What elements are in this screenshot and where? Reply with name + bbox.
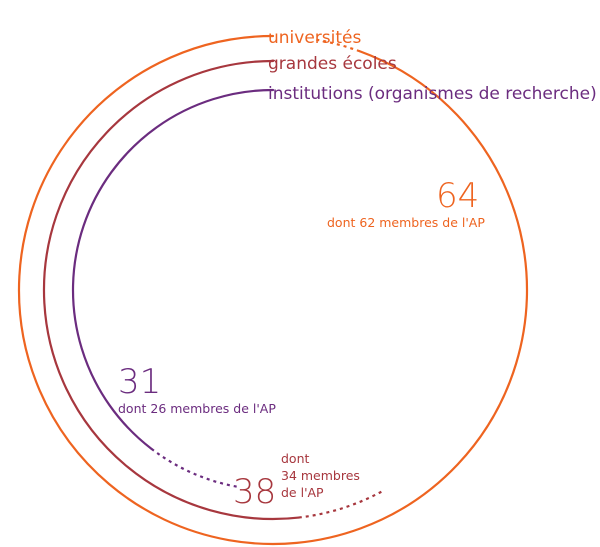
note-grandes-ecoles-line-1: dont (281, 451, 310, 466)
note-grandes-ecoles-line-3: de l'AP (281, 485, 324, 500)
legend-universites: universités (268, 28, 361, 48)
note-grandes-ecoles-line-2: 34 membres (281, 468, 360, 483)
value-institutions: 31 (118, 362, 161, 402)
value-grandes-ecoles: 38 (233, 472, 276, 512)
arc-universites (17, 34, 529, 546)
legend-institutions: institutions (organismes de recherche) (268, 84, 597, 104)
arc-grandes-ecoles-members-dashed (298, 490, 383, 519)
arc-institutions (71, 88, 275, 450)
arc-institutions-members-dashed (150, 447, 239, 489)
note-universites: dont 62 membres de l'AP (327, 215, 485, 230)
note-institutions: dont 26 membres de l'AP (118, 401, 276, 416)
arc-grandes-ecoles (42, 59, 300, 521)
legend-grandes-ecoles: grandes écoles (268, 54, 397, 74)
value-universites: 64 (436, 176, 479, 216)
arc-universites-members-dashed (312, 38, 361, 53)
